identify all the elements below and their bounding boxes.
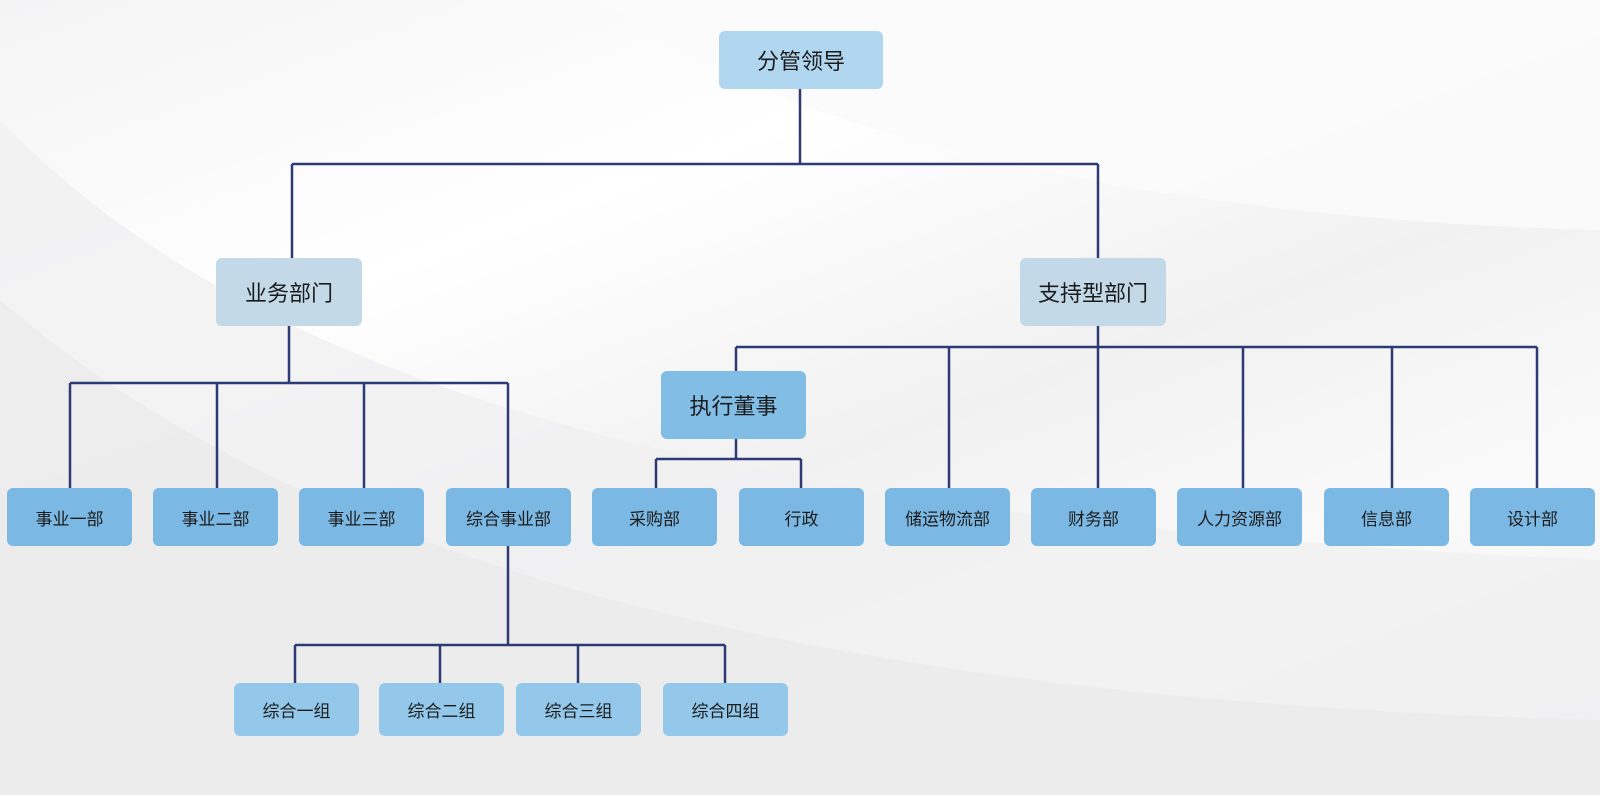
department-label: 综合事业部 xyxy=(466,509,551,530)
department-label: 采购部 xyxy=(629,509,680,530)
department-box: 人力资源部 xyxy=(1177,488,1302,546)
executive-director-label: 执行董事 xyxy=(689,395,778,420)
business-division-box: 业务部门 xyxy=(216,258,362,326)
department-label: 事业三部 xyxy=(327,509,396,530)
department-label: 事业二部 xyxy=(181,509,250,530)
department-label: 事业一部 xyxy=(35,509,104,530)
department-box: 信息部 xyxy=(1324,488,1449,546)
support-division-box: 支持型部门 xyxy=(1020,258,1166,326)
department-box: 事业一部 xyxy=(7,488,132,546)
group-box: 综合四组 xyxy=(663,683,788,736)
department-label: 人力资源部 xyxy=(1197,509,1282,530)
department-box: 事业二部 xyxy=(153,488,278,546)
department-box: 设计部 xyxy=(1470,488,1595,546)
business-division-label: 业务部门 xyxy=(244,282,333,307)
department-label: 储运物流部 xyxy=(905,509,990,530)
group-box: 综合一组 xyxy=(234,683,359,736)
department-label: 信息部 xyxy=(1361,509,1412,530)
root-leader-box: 分管领导 xyxy=(719,31,883,89)
department-box: 储运物流部 xyxy=(885,488,1010,546)
department-box: 行政 xyxy=(739,488,864,546)
root-leader-label: 分管领导 xyxy=(756,50,845,75)
group-label: 综合二组 xyxy=(407,702,476,722)
department-label: 行政 xyxy=(784,509,819,530)
group-box: 综合三组 xyxy=(516,683,641,736)
group-label: 综合四组 xyxy=(691,702,760,722)
executive-director-box: 执行董事 xyxy=(661,371,806,439)
department-box: 事业三部 xyxy=(299,488,424,546)
department-box: 综合事业部 xyxy=(446,488,571,546)
support-division-label: 支持型部门 xyxy=(1037,282,1148,307)
group-box: 综合二组 xyxy=(379,683,504,736)
group-label: 综合一组 xyxy=(262,702,331,722)
department-box: 财务部 xyxy=(1031,488,1156,546)
department-label: 设计部 xyxy=(1507,509,1558,530)
group-label: 综合三组 xyxy=(544,702,613,722)
department-box: 采购部 xyxy=(592,488,717,546)
department-label: 财务部 xyxy=(1068,509,1119,530)
